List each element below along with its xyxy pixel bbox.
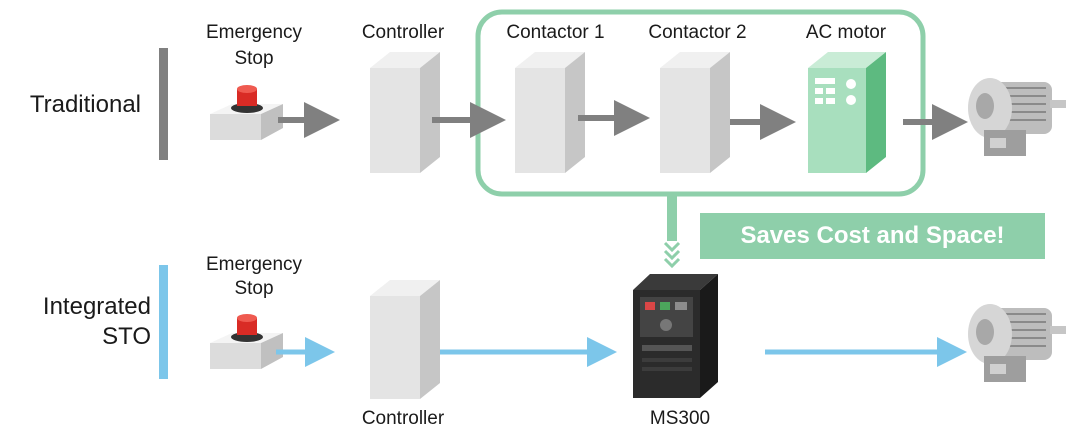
controller-box-top <box>370 52 440 173</box>
controller-box-bottom <box>370 280 440 399</box>
motor-icon <box>968 78 1066 156</box>
estop-label-bottom-line1: Emergency <box>205 254 303 275</box>
ms300-drive-icon <box>633 274 718 398</box>
ac-motor-label: AC motor <box>805 22 887 43</box>
ac-drive-icon <box>808 52 886 173</box>
row-label-traditional: Traditional <box>29 91 141 118</box>
emergency-stop-icon <box>210 85 283 140</box>
estop-label-bottom-line2: Stop <box>234 278 274 299</box>
row-label-integrated-line1: Integrated <box>42 293 151 320</box>
controller-label-bottom: Controller <box>361 408 445 429</box>
savings-banner: Saves Cost and Space! <box>700 213 1045 259</box>
row-bar-integrated <box>159 265 168 379</box>
row-bar-traditional <box>159 48 168 160</box>
emergency-stop-icon <box>210 314 283 369</box>
chevron-down-icon <box>663 195 681 269</box>
estop-label-top-line1: Emergency <box>205 22 303 43</box>
ms300-label: MS300 <box>649 408 711 429</box>
motor-icon <box>968 304 1066 382</box>
contactor1-box <box>515 52 585 173</box>
estop-label-top-line2: Stop <box>234 48 274 69</box>
contactor1-label: Contactor 1 <box>506 22 605 43</box>
contactor2-label: Contactor 2 <box>648 22 747 43</box>
row-label-integrated-line2: STO <box>102 323 151 350</box>
controller-label-top: Controller <box>361 22 445 43</box>
contactor2-box <box>660 52 730 173</box>
